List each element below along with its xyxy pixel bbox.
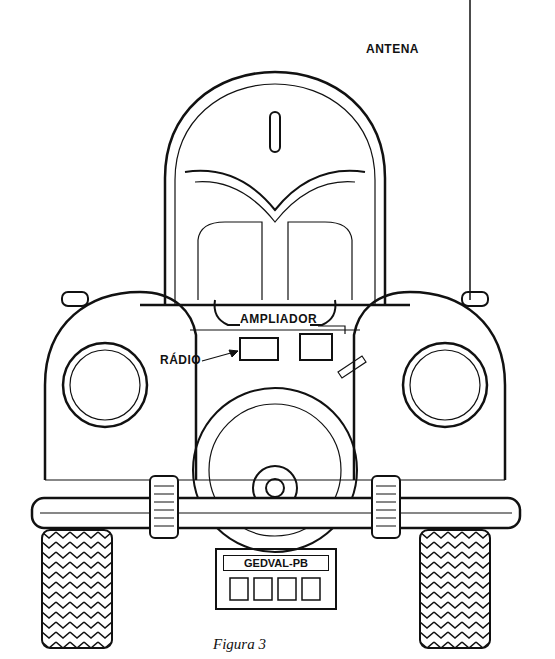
amplifier-unit [300,334,332,360]
figure-caption: Figura 3 [213,636,266,653]
apron-edge [45,479,505,480]
leader-arrowhead [229,350,238,357]
hood-handle [270,112,280,152]
left-fender [45,292,196,480]
plate-digit-box [254,578,272,600]
plate-digit-box [302,578,320,600]
turn-signal [62,292,88,306]
turn-signal [462,292,488,306]
hood-inner-edge [175,84,375,305]
hood-outline [165,72,385,305]
overrider-grille [154,486,174,526]
hood-panel [288,222,352,300]
hood-crease [185,171,365,210]
overrider [150,476,178,538]
bumper-line [40,512,512,513]
plate-digit-box [230,578,248,600]
overrider [372,476,400,538]
right-fender [354,292,505,480]
overrider-grille [376,486,396,526]
leader-line [318,326,345,334]
front-tire [420,530,490,648]
headlight [403,343,487,427]
headlight [70,350,140,420]
headlight [410,350,480,420]
part-label: AMPLIADOR [240,312,317,326]
plate-digit-box [278,578,296,600]
hood-crease [195,182,355,222]
front-tire [42,530,112,648]
part-label: ANTENA [366,42,419,56]
headlight [63,343,147,427]
trunk-edge [190,329,360,330]
leader-line [202,351,238,361]
license-plate: GEDVAL-PB [215,548,337,610]
jack-tool [338,356,366,378]
bumper [32,498,520,528]
spare-hub [266,479,284,497]
hood-panel [198,222,262,300]
plate-text: GEDVAL-PB [223,555,329,571]
radio-unit [240,338,278,360]
antenna-rod [469,0,471,300]
part-label: RÁDIO [160,353,201,367]
